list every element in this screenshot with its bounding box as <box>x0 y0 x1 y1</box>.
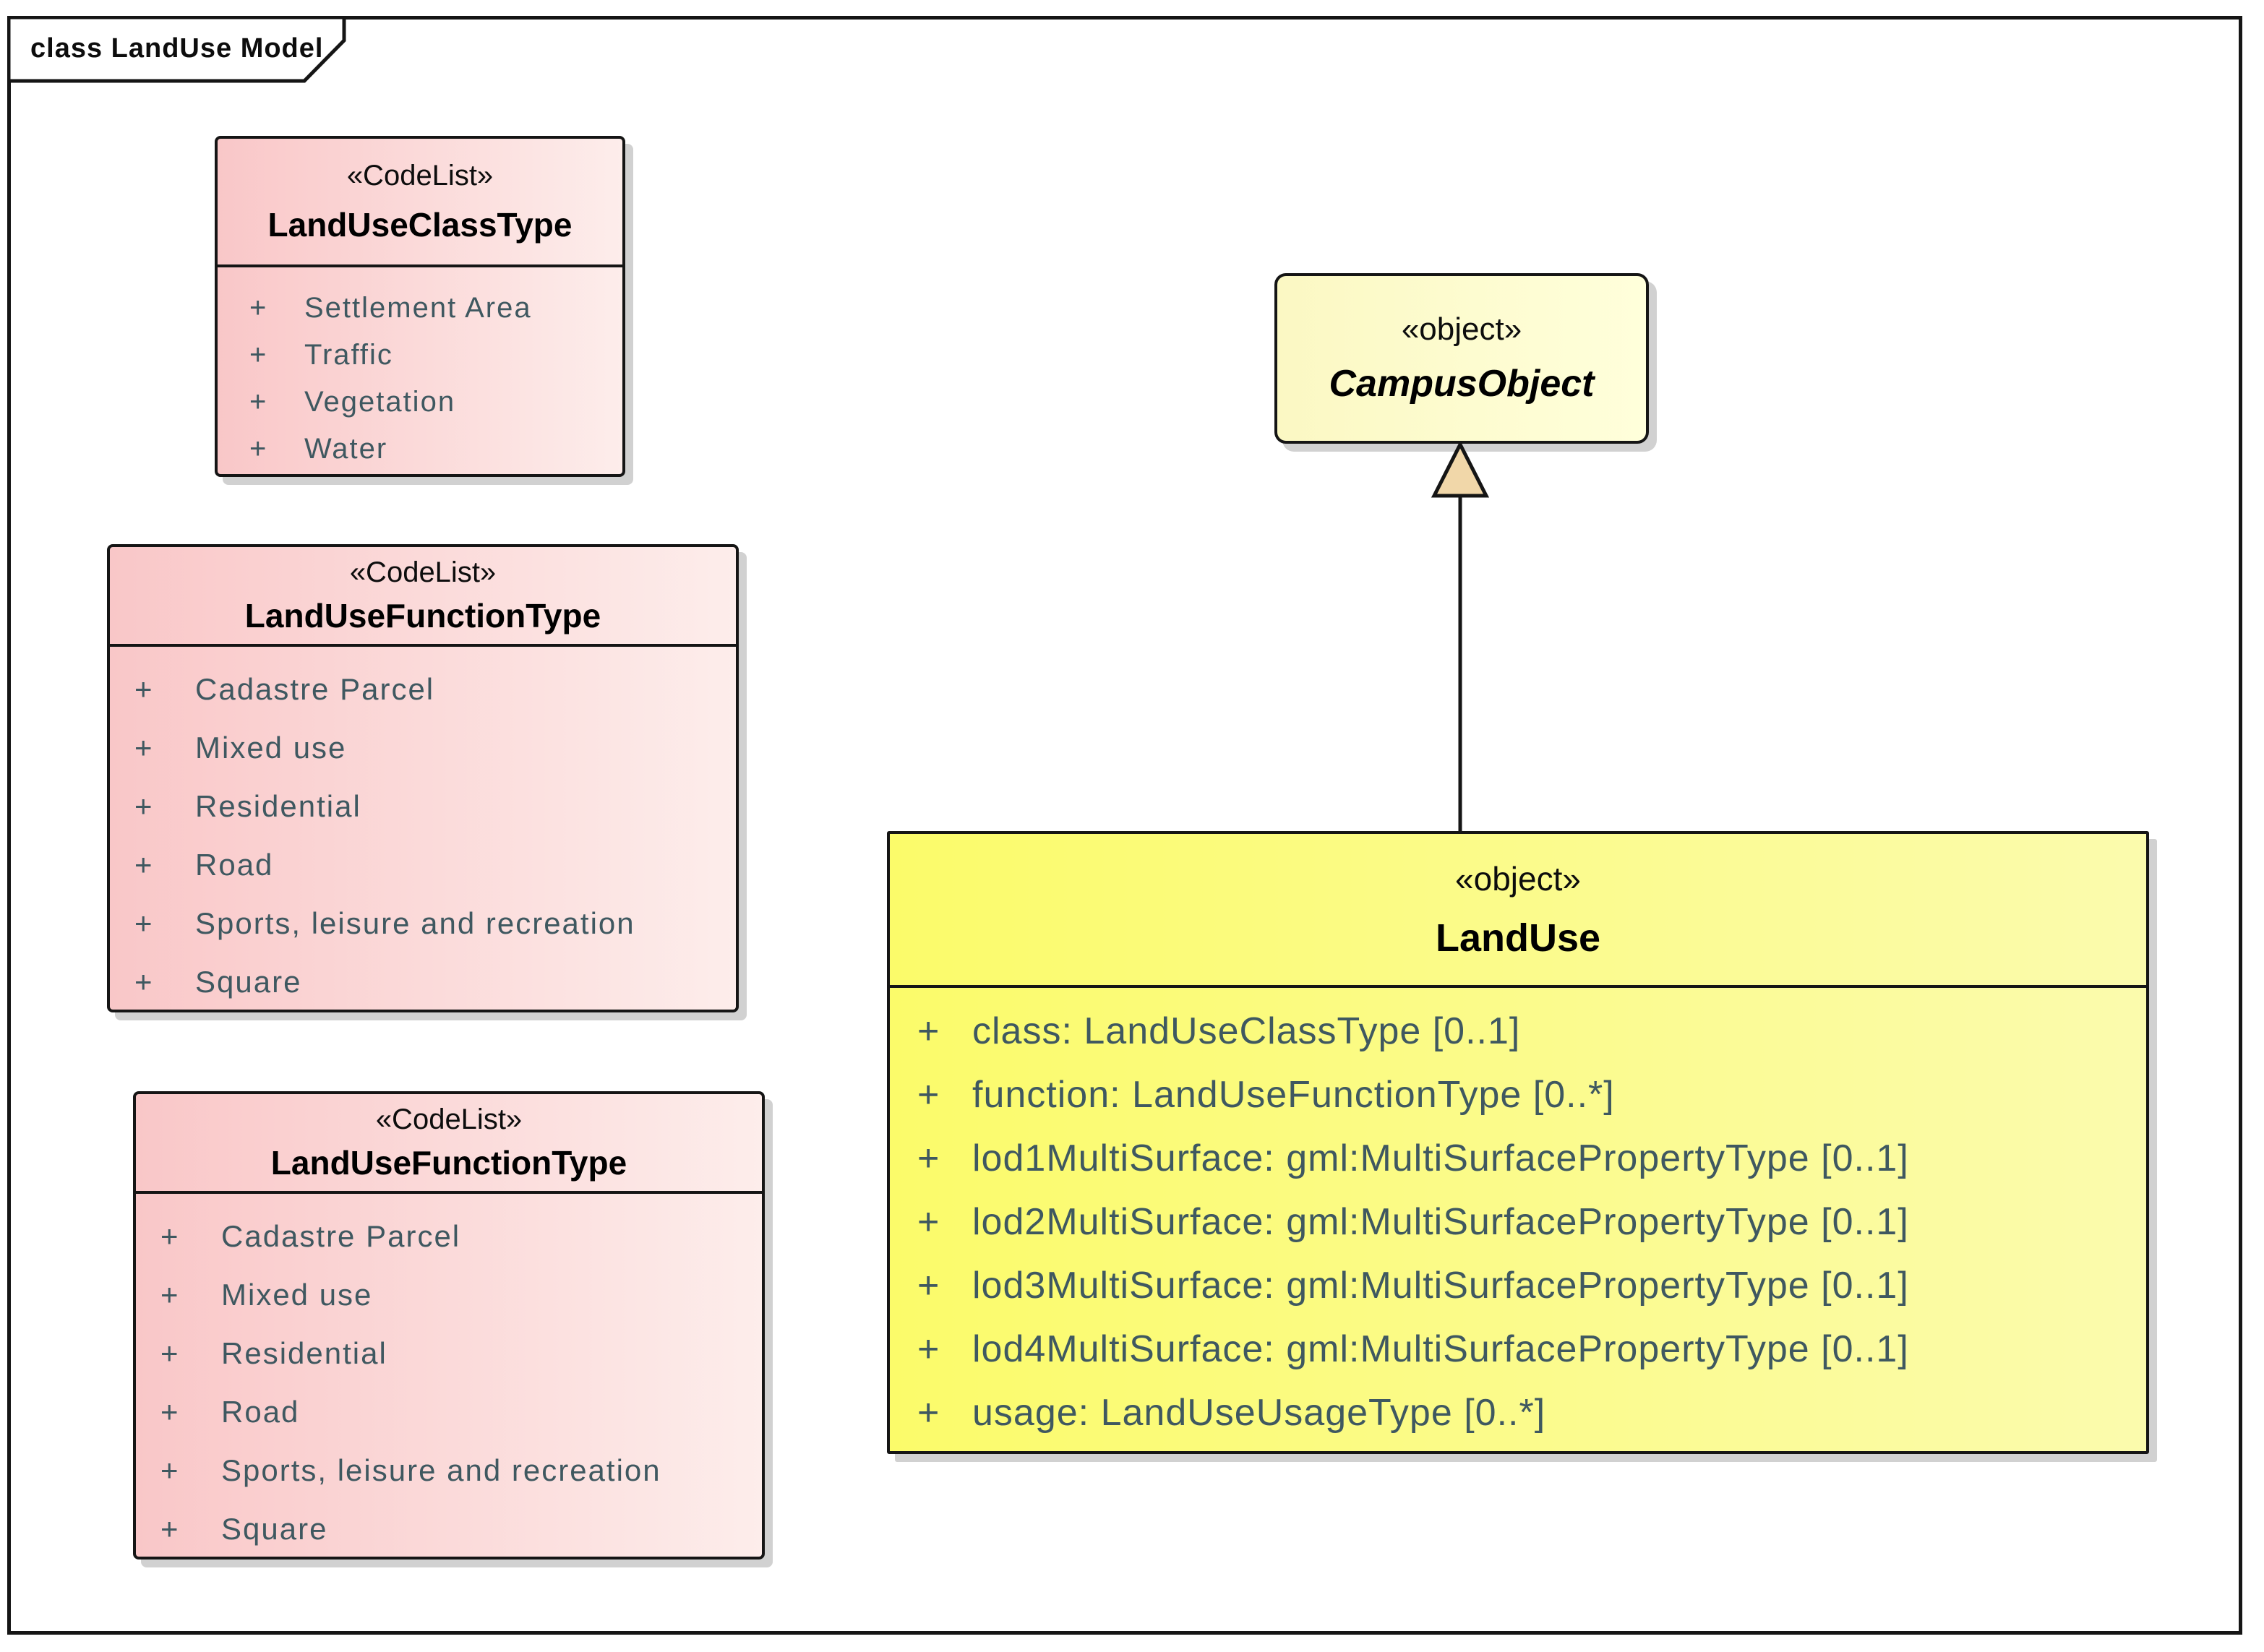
diagram-tab-shape <box>7 16 346 83</box>
visibility-plus: + <box>917 1265 940 1307</box>
object-box-campusobject[interactable]: «object» CampusObject <box>1274 273 1649 444</box>
diagram-tab <box>7 16 346 83</box>
attribute-label: class: LandUseClassType [0..1] <box>972 1010 1521 1052</box>
visibility-plus: + <box>249 433 268 465</box>
visibility-plus: + <box>134 964 154 999</box>
attribute-label: Sports, leisure and recreation <box>221 1453 661 1487</box>
attribute-label: lod2MultiSurface: gml:MultiSurfaceProper… <box>972 1201 1909 1243</box>
attribute-label: Road <box>221 1394 300 1429</box>
attribute-label: Water <box>304 433 388 465</box>
class-name: LandUseClassType <box>267 205 573 244</box>
visibility-plus: + <box>160 1277 180 1312</box>
attribute-row: + Settlement Area <box>249 285 622 332</box>
attribute-label: Cadastre Parcel <box>195 671 435 706</box>
attribute-section: + Settlement Area + Traffic + Vegetation… <box>218 267 622 473</box>
attribute-row: + Mixed use <box>134 718 736 777</box>
attribute-label: Cadastre Parcel <box>221 1218 461 1253</box>
attribute-row: + Residential <box>160 1324 762 1382</box>
visibility-plus: + <box>134 847 154 882</box>
diagram-title: class LandUse Model <box>30 33 324 64</box>
visibility-plus: + <box>917 1201 940 1243</box>
class-header: «object» LandUse <box>890 834 2146 988</box>
attribute-label: Square <box>195 964 302 999</box>
visibility-plus: + <box>249 386 268 418</box>
generalization-arrowhead-icon <box>1431 441 1490 498</box>
visibility-plus: + <box>917 1137 940 1179</box>
attribute-row: + Road <box>134 835 736 894</box>
class-header: «CodeList» LandUseClassType <box>218 139 622 267</box>
attribute-row: + Vegetation <box>249 379 622 426</box>
stereotype-label: «CodeList» <box>349 556 497 588</box>
attribute-label: Road <box>195 847 274 882</box>
attribute-row: + Cadastre Parcel <box>134 660 736 718</box>
class-header: «CodeList» LandUseFunctionType <box>110 547 736 647</box>
attribute-row: + lod4MultiSurface: gml:MultiSurfaceProp… <box>917 1317 2146 1381</box>
attribute-label: Square <box>221 1511 328 1546</box>
attribute-label: Traffic <box>304 339 393 371</box>
attribute-label: Residential <box>195 788 361 823</box>
attribute-label: Residential <box>221 1335 387 1370</box>
object-box-landuse[interactable]: «object» LandUse + class: LandUseClassTy… <box>887 831 2149 1454</box>
attribute-label: Sports, leisure and recreation <box>195 905 635 940</box>
attribute-label: Settlement Area <box>304 292 532 324</box>
attribute-row: + Traffic <box>249 332 622 379</box>
attribute-row: + Cadastre Parcel <box>160 1207 762 1265</box>
class-name: LandUse <box>1435 916 1601 960</box>
visibility-plus: + <box>917 1074 940 1116</box>
class-name: LandUseFunctionType <box>270 1143 627 1182</box>
visibility-plus: + <box>917 1010 940 1052</box>
visibility-plus: + <box>160 1218 180 1253</box>
attribute-section: + Cadastre Parcel + Mixed use + Resident… <box>136 1194 762 1558</box>
attribute-section: + class: LandUseClassType [0..1] + funct… <box>890 988 2146 1445</box>
visibility-plus: + <box>160 1511 180 1546</box>
attribute-label: lod4MultiSurface: gml:MultiSurfaceProper… <box>972 1328 1909 1370</box>
stereotype-label: «object» <box>1401 311 1522 347</box>
attribute-row: + Road <box>160 1382 762 1441</box>
class-name: CampusObject <box>1329 363 1595 405</box>
stereotype-label: «CodeList» <box>346 159 494 192</box>
attribute-row: + Square <box>134 952 736 1011</box>
visibility-plus: + <box>160 1335 180 1370</box>
attribute-label: lod3MultiSurface: gml:MultiSurfaceProper… <box>972 1265 1909 1307</box>
attribute-row: + Sports, leisure and recreation <box>134 894 736 952</box>
attribute-label: Mixed use <box>195 730 347 765</box>
attribute-label: Mixed use <box>221 1277 373 1312</box>
attribute-section: + Cadastre Parcel + Mixed use + Resident… <box>110 647 736 1011</box>
generalization-connector[interactable] <box>1413 441 1507 837</box>
visibility-plus: + <box>160 1453 180 1487</box>
class-box-landuseclasstype[interactable]: «CodeList» LandUseClassType + Settlement… <box>215 136 625 477</box>
class-box-landusefunctiontype-2[interactable]: «CodeList» LandUseFunctionType + Cadastr… <box>133 1091 765 1559</box>
attribute-row: + usage: LandUseUsageType [0..*] <box>917 1381 2146 1445</box>
stereotype-label: «CodeList» <box>375 1103 523 1135</box>
attribute-row: + Water <box>249 426 622 473</box>
visibility-plus: + <box>249 339 268 371</box>
class-name: LandUseFunctionType <box>244 596 601 634</box>
attribute-row: + Square <box>160 1500 762 1558</box>
visibility-plus: + <box>134 671 154 706</box>
stereotype-label: «object» <box>1455 859 1581 898</box>
visibility-plus: + <box>134 788 154 823</box>
attribute-row: + lod1MultiSurface: gml:MultiSurfaceProp… <box>917 1127 2146 1190</box>
visibility-plus: + <box>134 730 154 765</box>
attribute-label: Vegetation <box>304 386 456 418</box>
attribute-row: + Residential <box>134 777 736 835</box>
attribute-label: lod1MultiSurface: gml:MultiSurfaceProper… <box>972 1137 1909 1179</box>
attribute-row: + function: LandUseFunctionType [0..*] <box>917 1063 2146 1127</box>
attribute-row: + Mixed use <box>160 1265 762 1324</box>
attribute-label: usage: LandUseUsageType [0..*] <box>972 1392 1546 1434</box>
visibility-plus: + <box>134 905 154 940</box>
visibility-plus: + <box>249 292 268 324</box>
class-header: «CodeList» LandUseFunctionType <box>136 1094 762 1194</box>
visibility-plus: + <box>160 1394 180 1429</box>
attribute-row: + Sports, leisure and recreation <box>160 1441 762 1500</box>
attribute-row: + lod2MultiSurface: gml:MultiSurfaceProp… <box>917 1190 2146 1254</box>
visibility-plus: + <box>917 1392 940 1434</box>
attribute-label: function: LandUseFunctionType [0..*] <box>972 1074 1615 1116</box>
attribute-row: + lod3MultiSurface: gml:MultiSurfaceProp… <box>917 1254 2146 1317</box>
class-header: «object» CampusObject <box>1277 276 1646 441</box>
attribute-row: + class: LandUseClassType [0..1] <box>917 999 2146 1063</box>
class-box-landusefunctiontype-1[interactable]: «CodeList» LandUseFunctionType + Cadastr… <box>107 544 739 1012</box>
visibility-plus: + <box>917 1328 940 1370</box>
